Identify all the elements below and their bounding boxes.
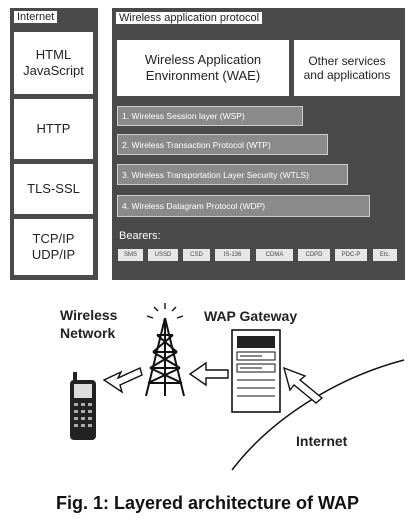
wireless-network-label: Wireless Network — [60, 307, 118, 341]
internet-stack-header: Internet — [14, 11, 58, 23]
bearer-sms: SMS — [118, 249, 143, 261]
bearer-cdpd: CDPD — [298, 249, 330, 261]
server-icon — [231, 329, 281, 413]
arrow-gateway-to-tower — [188, 361, 229, 387]
wae-box: Wireless Application Environment (WAE) — [117, 40, 289, 96]
arrow-tower-to-phone — [102, 367, 143, 394]
antenna-tower-icon — [145, 317, 185, 397]
tls-ssl-box: TLS-SSL — [14, 164, 93, 214]
arrow-internet-to-gateway — [282, 366, 324, 404]
signal-waves-icon — [146, 303, 184, 319]
wap-stack-header: Wireless application protocol — [116, 12, 263, 24]
internet-curve — [231, 359, 405, 471]
bearer-ussd: USSD — [148, 249, 178, 261]
tcp-udp-box: TCP/IP UDP/IP — [14, 219, 93, 275]
http-box: HTTP — [14, 99, 93, 159]
other-services-box: Other services and applications — [294, 40, 400, 96]
html-javascript-box: HTML JavaScript — [14, 32, 93, 94]
bearer-pdcp: PDC-P — [335, 249, 367, 261]
mobile-phone-icon — [70, 372, 96, 440]
internet-label: Internet — [296, 433, 348, 449]
bearers-label: Bearers: — [119, 230, 161, 242]
bearer-csd: CSD — [183, 249, 210, 261]
bearer-cdma: CDMA — [256, 249, 293, 261]
wdp-layer: 4. Wireless Datagram Protocol (WDP) — [117, 195, 370, 217]
wtls-layer: 3. Wireless Transportation Layer Securit… — [117, 164, 348, 185]
wap-gateway-label: WAP Gateway — [204, 308, 298, 324]
bearer-etc: Etc. — [373, 249, 397, 261]
wtp-layer: 2. Wireless Transaction Protocol (WTP) — [117, 134, 328, 155]
figure-caption: Fig. 1: Layered architecture of WAP — [55, 493, 360, 513]
bearer-is136: IS-136 — [215, 249, 250, 261]
wsp-layer: 1. Wireless Session layer (WSP) — [117, 106, 303, 126]
